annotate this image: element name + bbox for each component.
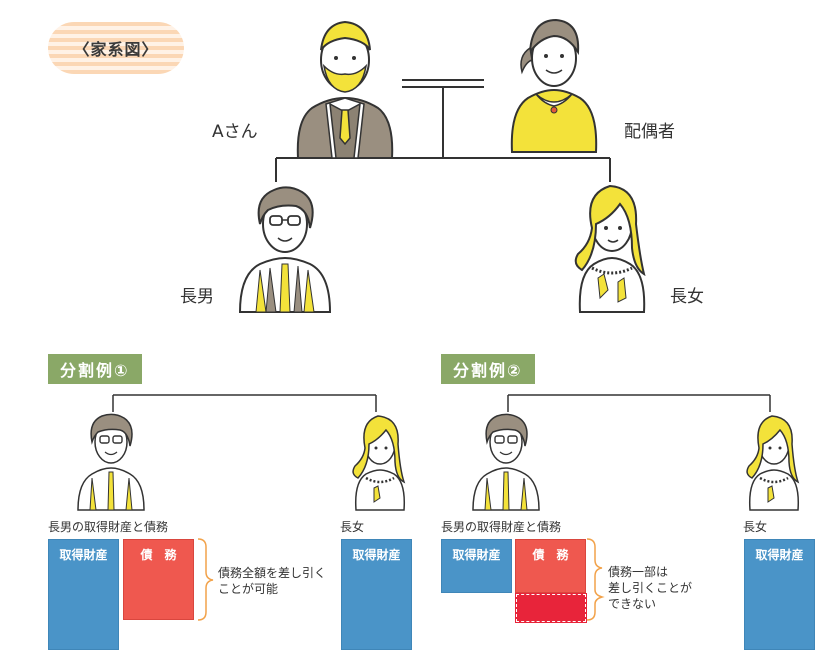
son-illustration	[238, 186, 332, 313]
example2-note-line2: 差し引くことが	[608, 581, 693, 595]
example1-daughter-label: 長女	[340, 520, 365, 534]
example2-daughter-assets-box: 取得財産	[744, 539, 815, 650]
example1-note: 債務全額を差し引く ことが可能	[218, 565, 326, 597]
example1-son-illustration	[77, 413, 145, 511]
example2-note-line1: 債務一部は	[608, 565, 669, 579]
example2-undeductible-debt-box	[515, 593, 587, 623]
example1-son-debt-box: 債 務	[123, 539, 194, 620]
family-tree-title: 〈家系図〉	[48, 22, 184, 74]
daughter-illustration	[574, 184, 646, 313]
example1-note-line2: ことが可能	[218, 582, 279, 596]
spouse-label: 配偶者	[624, 122, 675, 142]
example2-daughter-label: 長女	[743, 520, 768, 534]
example1-daughter-illustration	[352, 415, 406, 511]
son-label: 長男	[180, 287, 214, 307]
father-illustration	[296, 20, 394, 159]
example1-note-line1: 債務全額を差し引く	[218, 566, 327, 580]
example2-note-line3: できない	[608, 597, 657, 611]
example2-son-illustration	[472, 413, 540, 511]
example2-note: 債務一部は 差し引くことが できない	[608, 564, 692, 612]
spouse-illustration	[510, 18, 598, 153]
example2-daughter-illustration	[746, 415, 800, 511]
example1-son-label: 長男の取得財産と債務	[48, 520, 169, 534]
a-san-label: Aさん	[212, 122, 258, 142]
example2-son-assets-box: 取得財産	[441, 539, 512, 593]
example1-son-assets-box: 取得財産	[48, 539, 119, 650]
example2-son-label: 長男の取得財産と債務	[441, 520, 562, 534]
example1-daughter-assets-box: 取得財産	[341, 539, 412, 650]
example2-son-debt-box: 債 務	[515, 539, 586, 593]
daughter-label: 長女	[670, 287, 704, 307]
example2-heading: 分割例②	[441, 354, 535, 384]
example1-heading: 分割例①	[48, 354, 142, 384]
